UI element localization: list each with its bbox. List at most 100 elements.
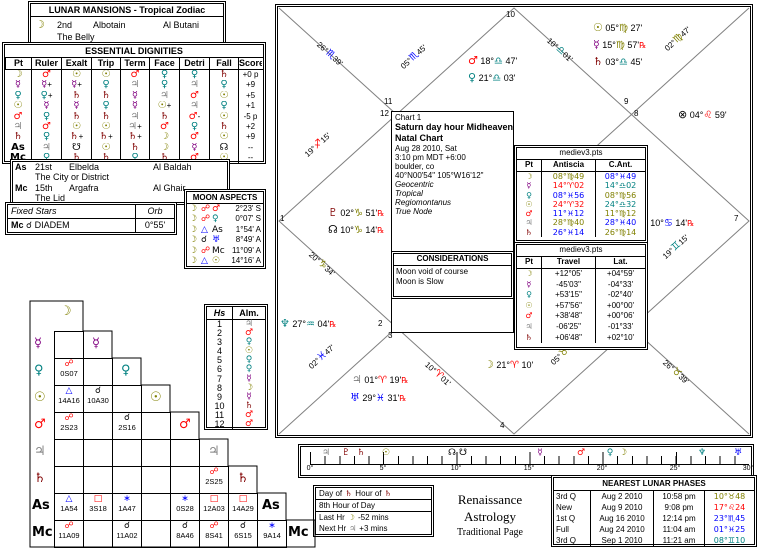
retrograde-icon: ℞	[377, 209, 385, 218]
exalt-glyph: ♄	[72, 111, 81, 122]
dignities-column-header: Detri	[179, 58, 209, 69]
planet-glyph: ☉	[593, 21, 603, 34]
aspect-grid-cell	[83, 439, 113, 467]
term-glyph: ♂	[130, 70, 140, 80]
minutes: 04'	[317, 319, 330, 329]
retrograde-icon: ℞	[401, 376, 409, 385]
planet-glyph: ♂	[517, 311, 542, 322]
fall-glyph: ♄	[219, 121, 229, 132]
zodiac-sign-icon: ♎	[492, 73, 502, 84]
antiscia-value: 14°♈02	[542, 181, 596, 191]
phase-date: Aug 9 2010	[591, 502, 654, 513]
zodiac-sign-icon: ♒	[306, 319, 315, 330]
minutes: 31'	[387, 393, 400, 403]
dignity-modifier: +	[47, 90, 53, 100]
zodiac-sign-icon: ♑	[354, 208, 363, 219]
aspect-grid-cell: ☍ 11A09	[54, 520, 84, 548]
aspect-orb: 11°09' A	[231, 245, 261, 255]
dignities-column-header: Score	[238, 58, 262, 69]
aspect-grid-cell: ☌ 10A30	[83, 385, 113, 413]
tick-label: 30°	[742, 465, 754, 472]
travel-value: +12°05'	[542, 269, 596, 280]
term-glyph: ☿	[131, 101, 139, 112]
term-glyph: ♃	[128, 121, 138, 132]
dignity-row: ♃ ♂ ☉ ☉ ♃+ ♂ ♀ ♄ +2	[5, 121, 263, 133]
chart-setting-centric: Geocentric	[395, 180, 434, 189]
latitude-value: +00°00'	[606, 300, 635, 310]
zodiac-sign-icon: ♓	[376, 393, 385, 404]
trip-glyph: ♄	[101, 153, 111, 164]
dignity-modifier: +	[108, 132, 113, 142]
planet-glyph: ☿	[517, 181, 542, 191]
point-glyph: ☿	[14, 80, 22, 91]
lunar-phases-title: NEAREST LUNAR PHASES	[554, 478, 754, 491]
asmc-mansion-row: Mc 15th Argafra Al Ghair The Lid	[13, 183, 227, 204]
planet-glyph: ☿	[593, 38, 600, 51]
trip-glyph: ♀	[102, 101, 110, 112]
zodiac-sign-icon: ♍	[615, 40, 625, 51]
house-number: 11	[384, 97, 393, 106]
planet-glyph: ☊	[448, 448, 456, 458]
travel-row: ☉ +57'56" +00°00'	[517, 300, 645, 312]
chart-coordinates: 40°N00'54" 105°W16'12"	[395, 171, 484, 180]
chart-setting-zodiac: Tropical	[395, 189, 423, 198]
planet-position-label: ⊗ 04°♌ 59'	[678, 108, 727, 121]
dignity-modifier: +	[78, 132, 84, 142]
minutes: 45'	[630, 57, 643, 67]
target-point: ♂	[212, 204, 221, 214]
planet-glyph: ♃	[517, 218, 542, 228]
planet-glyph: ☉	[517, 300, 542, 312]
hour-of-label: Hour of	[355, 489, 382, 498]
aspect-grid-cell: △ 1A54	[54, 493, 84, 521]
latitude-value: -02°40'	[607, 290, 634, 300]
minutes: 14'	[675, 218, 688, 228]
fall-glyph: ♀	[220, 101, 228, 112]
fixed-stars-panel: Fixed Stars Orb Mc ☌ DIADEM 0°55'	[7, 204, 175, 233]
aspect-grid-cell: △ 14A16	[54, 385, 84, 413]
travel-header: Travel	[542, 257, 596, 268]
point-label: Mc	[15, 183, 28, 193]
fall-glyph: ♄	[219, 70, 229, 80]
planet-glyph: ♃	[517, 321, 542, 333]
aspect-orb: 8S41	[205, 531, 223, 540]
aspect-icon: ☍	[201, 204, 211, 214]
point-glyph: ☽	[13, 70, 23, 80]
phase-position: 10°♉48	[713, 492, 746, 501]
next-hour-glyph: ♃	[349, 524, 357, 533]
aspect-grid-cell	[83, 466, 113, 494]
aspect-grid-cell: ☍ 0S07	[54, 358, 84, 386]
chart-info-box: Chart 1 Saturn day hour Midheaven Natal …	[391, 111, 514, 333]
antiscia-value: 11°♓12	[542, 209, 596, 219]
grid-point-glyph: ♃	[208, 444, 220, 459]
aspect-grid-cell	[141, 466, 171, 494]
dignities-column-header: Face	[149, 58, 179, 69]
latitude-value: -01°33'	[607, 321, 634, 331]
detriment-glyph: ☿	[191, 142, 198, 153]
orb-header: Orb	[147, 206, 163, 216]
tick-label: 15°	[523, 465, 535, 472]
dignity-modifier: -	[197, 111, 201, 121]
aspect-orb: 0S07	[60, 369, 78, 378]
aspect-grid-cell	[112, 385, 142, 413]
latitude-value: +02°10'	[606, 332, 635, 342]
chart-date: Aug 28 2010, Sat	[395, 144, 457, 153]
travel-row: ☿ -45'03" -04°33'	[517, 279, 645, 291]
fall-glyph: ☉	[219, 153, 229, 164]
face-glyph: ♀	[160, 70, 169, 80]
retrograde-icon: ℞	[399, 394, 407, 403]
phase-name: 3rd Q	[554, 535, 591, 546]
aspect-grid-cell	[83, 412, 113, 440]
trip-glyph: ☉	[101, 142, 111, 153]
detriment-glyph: ♂	[188, 111, 198, 122]
aspect-orb: 1°54' A	[235, 224, 261, 234]
last-hour-glyph: ☽	[347, 513, 355, 522]
mansion-name: Argafra	[69, 183, 99, 193]
ruler-baseline	[310, 456, 749, 465]
lunar-phases-panel: NEAREST LUNAR PHASES 3rd Q Aug 2 2010 10…	[553, 477, 755, 546]
house-almuten-body: 1 ♃ 2 ♂ 3 ♀ 4 ☉ 5	[207, 319, 265, 430]
target-point: Mc	[212, 245, 225, 256]
dignity-row: ☽ ♂ ☉ ☉ ♂ ♀ ♀ ♄ +0 p	[5, 70, 263, 81]
aspect-grid-cell: ∗ 0S28	[170, 493, 200, 521]
target-point: As	[212, 224, 223, 235]
aspect-grid-cell: □ 3S18	[83, 493, 113, 521]
